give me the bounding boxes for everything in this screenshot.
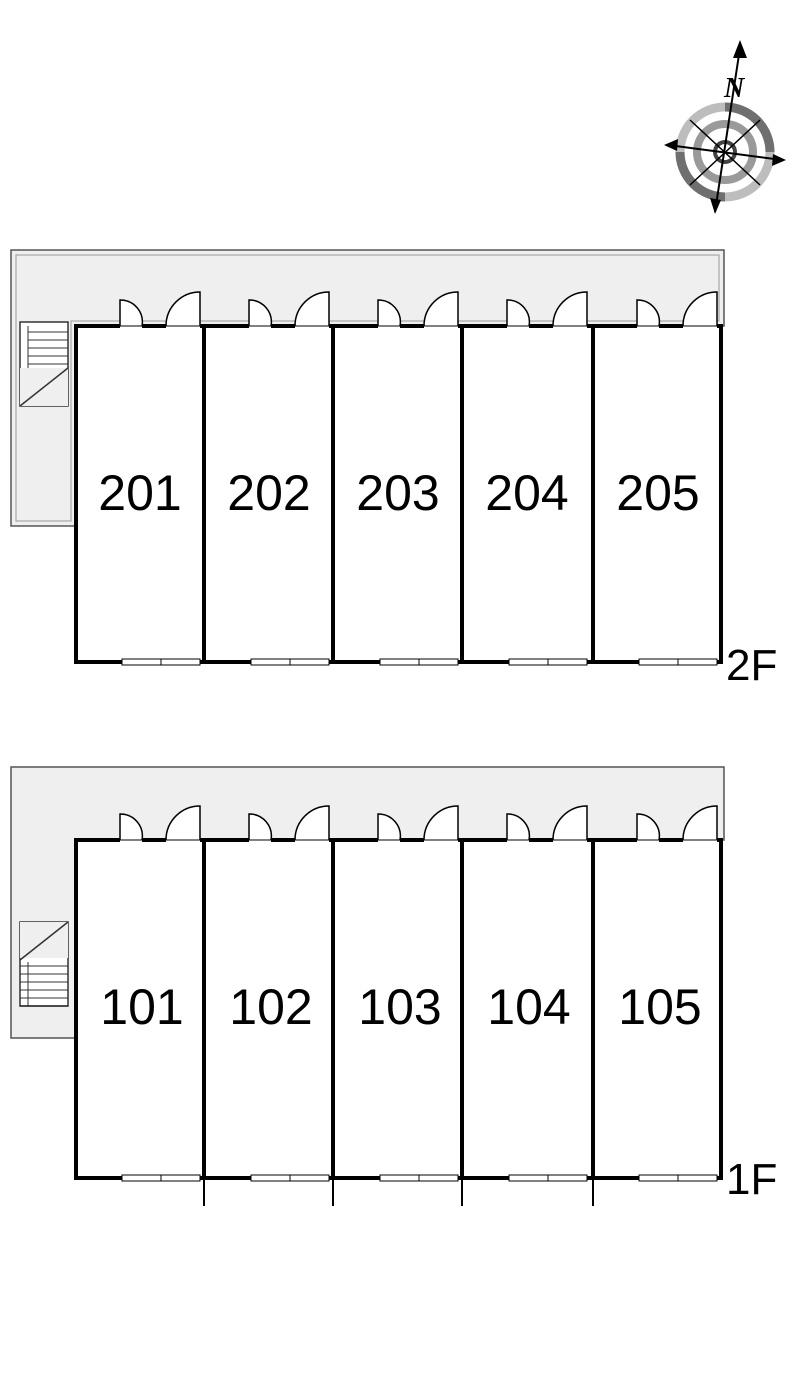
door-icon xyxy=(119,291,201,328)
door-icon xyxy=(248,291,330,328)
unit-label-203: 203 xyxy=(356,465,439,521)
unit-102[interactable]: 102 xyxy=(202,805,335,1182)
door-icon xyxy=(506,291,588,328)
unit-201[interactable]: 201 xyxy=(74,291,206,666)
floor-label-1f: 1F xyxy=(726,1155,777,1204)
unit-104[interactable]: 104 xyxy=(460,805,595,1182)
unit-label-202: 202 xyxy=(227,465,310,521)
unit-103[interactable]: 103 xyxy=(331,805,464,1182)
window-icon xyxy=(508,658,588,666)
door-icon xyxy=(636,805,718,842)
door-icon xyxy=(119,805,201,842)
window-icon xyxy=(638,658,718,666)
window-icon xyxy=(508,1174,588,1182)
unit-label-103: 103 xyxy=(358,979,441,1035)
unit-label-205: 205 xyxy=(616,465,699,521)
door-icon xyxy=(506,805,588,842)
window-icon xyxy=(379,658,459,666)
unit-label-102: 102 xyxy=(229,979,312,1035)
compass-icon: N xyxy=(664,40,786,214)
unit-203[interactable]: 203 xyxy=(331,291,464,666)
window-icon xyxy=(121,1174,201,1182)
unit-204[interactable]: 204 xyxy=(460,291,595,666)
floor-1f: 101 102 xyxy=(10,766,777,1206)
unit-105[interactable]: 105 xyxy=(591,805,723,1182)
unit-label-204: 204 xyxy=(485,465,568,521)
window-icon xyxy=(121,658,201,666)
stairs-1f xyxy=(19,921,69,1007)
window-icon xyxy=(250,1174,330,1182)
stairs-2f xyxy=(19,321,69,407)
floor-label-2f: 2F xyxy=(726,641,777,690)
door-icon xyxy=(377,805,459,842)
unit-label-101: 101 xyxy=(100,979,183,1035)
door-icon xyxy=(248,805,330,842)
unit-label-104: 104 xyxy=(487,979,570,1035)
unit-label-105: 105 xyxy=(618,979,701,1035)
unit-label-201: 201 xyxy=(98,465,181,521)
unit-202[interactable]: 202 xyxy=(202,291,335,666)
unit-205[interactable]: 205 xyxy=(591,291,723,666)
window-icon xyxy=(250,658,330,666)
floor-2f: 201 202 xyxy=(10,249,777,690)
door-icon xyxy=(636,291,718,328)
door-icon xyxy=(377,291,459,328)
unit-101[interactable]: 101 xyxy=(74,805,206,1182)
window-icon xyxy=(638,1174,718,1182)
compass-north-label: N xyxy=(723,73,746,104)
window-icon xyxy=(379,1174,459,1182)
balcony-dividers xyxy=(203,1178,594,1206)
